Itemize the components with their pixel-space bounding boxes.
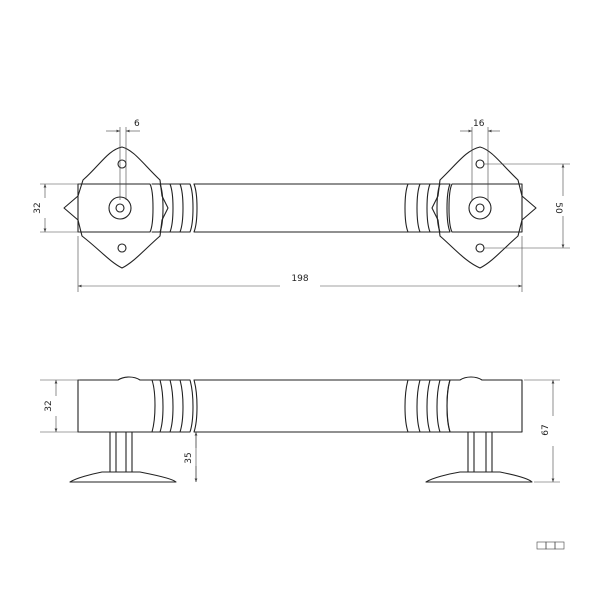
left-top-screw-hole <box>117 159 127 169</box>
dim-label-32-top: 32 <box>33 202 43 213</box>
grip-bar <box>193 183 409 233</box>
side-grip-bar <box>193 379 409 433</box>
right-escutcheon-plate <box>431 146 537 269</box>
top-view: 6 16 32 50 <box>33 119 570 292</box>
dim-label-32-side: 32 <box>44 400 54 411</box>
left-ring-1 <box>151 183 164 233</box>
dim-label-35: 35 <box>184 452 194 463</box>
dim-side-overall-height: 67 <box>524 379 560 483</box>
side-right-base <box>425 471 533 483</box>
dim-overall-length: 198 <box>77 236 523 292</box>
right-ring-4 <box>439 183 451 233</box>
side-right-handle-end <box>446 376 523 433</box>
dim-label-67: 67 <box>541 424 551 435</box>
left-handle-end <box>77 183 154 233</box>
side-left-handle-end <box>77 376 156 433</box>
dim-label-6: 6 <box>134 119 140 129</box>
side-right-post <box>467 431 493 473</box>
dim-top-handle-height: 32 <box>33 183 80 233</box>
side-right-ring-4 <box>439 379 451 433</box>
right-top-screw-hole <box>475 159 485 169</box>
dim-label-16: 16 <box>473 119 485 129</box>
dim-side-handle-height: 32 <box>40 379 80 433</box>
dim-side-post-height: 35 <box>184 432 198 482</box>
dim-top-plate-height: 50 <box>484 163 570 249</box>
side-right-ring-2 <box>419 379 431 433</box>
right-boss-inner <box>475 203 485 213</box>
right-boss-outer <box>468 196 492 220</box>
side-left-base <box>69 471 177 483</box>
right-ring-1 <box>407 183 421 233</box>
left-boss-outer <box>108 196 132 220</box>
left-escutcheon-plate <box>63 146 169 269</box>
side-right-ring-3 <box>429 379 441 433</box>
right-handle-end <box>448 183 523 233</box>
side-left-post <box>109 431 133 473</box>
left-ring-4 <box>179 183 194 233</box>
side-right-ring-1 <box>407 379 421 433</box>
left-bottom-screw-hole <box>117 243 127 253</box>
corner-box-stamp <box>536 541 565 550</box>
dim-hole-pitch-left: 6 <box>106 119 140 200</box>
right-bottom-screw-hole <box>475 243 485 253</box>
dim-label-198: 198 <box>291 274 308 284</box>
dim-label-50: 50 <box>553 202 563 214</box>
left-boss-inner <box>115 203 125 213</box>
side-view: 32 35 67 <box>40 376 560 483</box>
side-left-ring-4 <box>179 379 194 433</box>
right-ring-2 <box>419 183 431 233</box>
dim-hole-pitch-right: 16 <box>460 119 500 200</box>
